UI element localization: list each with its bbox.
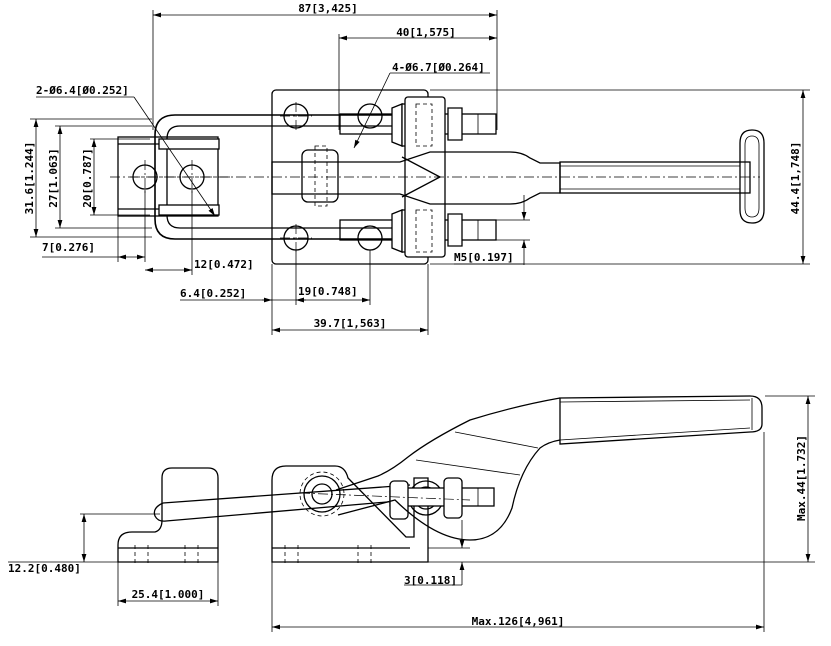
dim-width-27: 27[1.063] (47, 125, 152, 229)
nuts-top (391, 96, 463, 258)
dim-base-step: 3[0.118] (404, 520, 470, 587)
base-bracket-side (271, 465, 429, 565)
dim-height-44-4: 44.4[1,748] (430, 89, 810, 265)
lever-side (299, 397, 561, 541)
dim-max-length-label: Max.126[4,961] (472, 615, 565, 628)
dim-bolt-holes: 4-Ø6.7[Ø0.264] (353, 61, 490, 149)
dim-max-height-label: Max.44[1.732] (795, 435, 808, 521)
dim-plate-holes-label: 2-Ø6.4[Ø0.252] (36, 84, 129, 97)
side-view: 12.2[0.480] 25.4[1.000] 3[0.118] Max.44[… (8, 395, 815, 632)
dim-spacing-19-label: 19[0.748] (298, 285, 358, 298)
dim-overall-length-label: 87[3,425] (298, 2, 358, 15)
dim-edge-7-label: 7[0.276] (42, 241, 95, 254)
dim-width-27-label: 27[1.063] (47, 148, 60, 208)
dim-length-39-7: 39.7[1,563] (271, 264, 429, 335)
dim-hook-height: 12.2[0.480] (8, 513, 160, 575)
hook-arm-side (153, 484, 411, 522)
handle-top (110, 129, 765, 224)
dim-width-20-label: 20[0.787] (81, 148, 94, 208)
dim-offset-12-label: 12[0.472] (194, 258, 254, 271)
dim-hook-height-label: 12.2[0.480] (8, 562, 81, 575)
dim-plate-holes: 2-Ø6.4[Ø0.252] (36, 84, 216, 217)
dim-offset-12: 12[0.472] (145, 190, 254, 275)
dim-height-44-4-label: 44.4[1,748] (789, 142, 802, 215)
rod-nuts-side (389, 477, 495, 520)
dim-width-20: 20[0.787] (81, 138, 150, 216)
pivot-block-top (301, 145, 339, 207)
dim-plate-length-label: 25.4[1.000] (132, 588, 205, 601)
dim-offset-6-4: 6.4[0.252] (180, 250, 306, 305)
dim-bolt-holes-label: 4-Ø6.7[Ø0.264] (392, 61, 485, 74)
dim-handle-offset: 40[1,575] (338, 26, 497, 130)
dim-handle-offset-label: 40[1,575] (396, 26, 456, 39)
catch-hook-side (117, 467, 219, 565)
dim-plate-length: 25.4[1.000] (117, 562, 219, 606)
dim-thread-label: M5[0.197] (454, 251, 514, 264)
dim-spacing-19: 19[0.748] (296, 250, 371, 305)
dim-overall-length: 87[3,425] (152, 2, 498, 130)
dim-edge-7: 7[0.276] (42, 190, 146, 262)
dim-width-31-6: 31.6[1.244] (23, 118, 152, 238)
dim-base-step-label: 3[0.118] (404, 574, 457, 587)
dim-max-length: Max.126[4,961] (271, 432, 765, 632)
dim-length-39-7-label: 39.7[1,563] (314, 317, 387, 330)
dim-offset-6-4-label: 6.4[0.252] (180, 287, 246, 300)
dim-width-31-6-label: 31.6[1.244] (23, 142, 36, 215)
dim-max-height: Max.44[1.732] (428, 395, 815, 563)
grip-side (559, 395, 763, 445)
top-view: 87[3,425] 40[1,575] 4-Ø6.7[Ø0.264] 2-Ø6.… (23, 2, 810, 335)
dim-thread: M5[0.197] (454, 195, 530, 265)
